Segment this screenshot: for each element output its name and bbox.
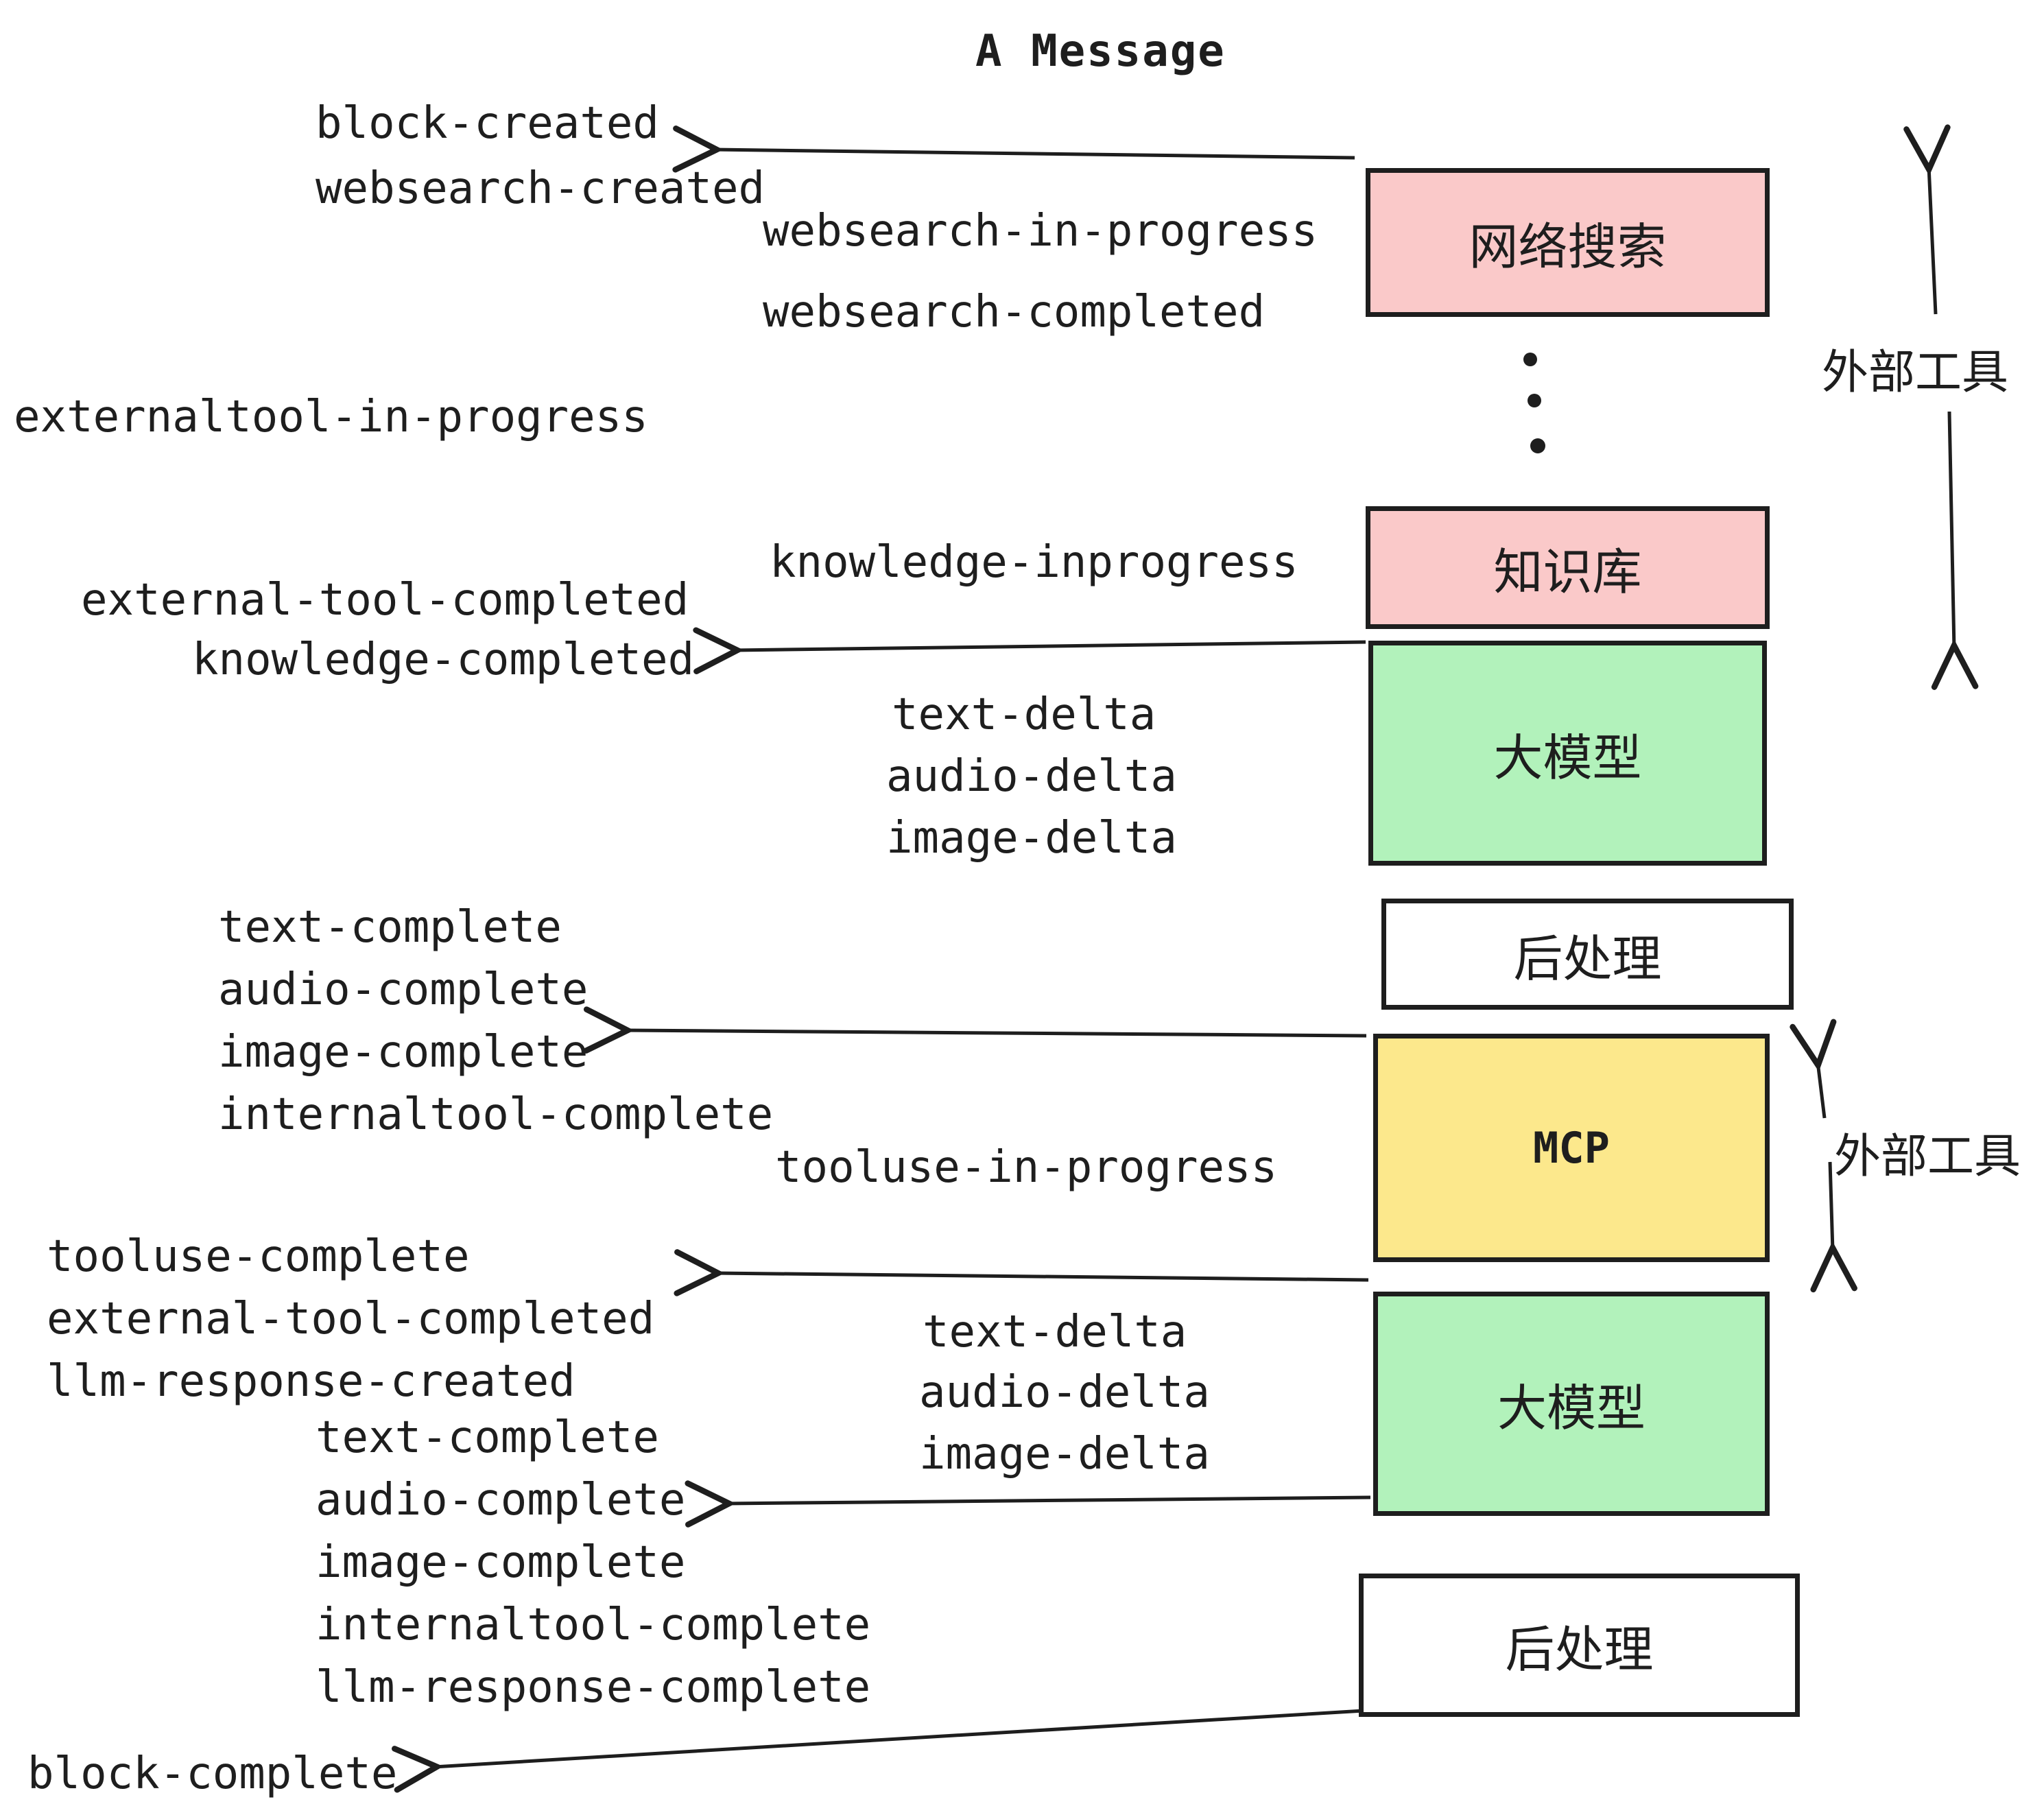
external-tools-1-label: 外部工具 bbox=[1822, 346, 2009, 400]
label-text-complete: text-complete bbox=[218, 902, 562, 953]
label-image-delta-2: image-delta bbox=[919, 1429, 1210, 1480]
box-knowledge: 知识库 bbox=[1366, 506, 1770, 629]
arrow-to-knowledge-completed bbox=[734, 642, 1366, 650]
label-llm-response-created: llm-response-created bbox=[47, 1356, 575, 1407]
label-external-tool-completed: external-tool-completed bbox=[81, 575, 689, 626]
box-websearch-label: 网络搜索 bbox=[1469, 218, 1667, 276]
box-postprocess-2: 后处理 bbox=[1359, 1574, 1800, 1717]
label-websearch-completed: websearch-completed bbox=[763, 287, 1265, 337]
label-tooluse-complete: tooluse-complete bbox=[47, 1231, 470, 1282]
label-text-delta-2: text-delta bbox=[923, 1307, 1187, 1357]
label-internaltool-complete: internaltool-complete bbox=[218, 1089, 774, 1140]
label-audio-delta: audio-delta bbox=[886, 751, 1177, 802]
label-internaltool-complete-2: internaltool-complete bbox=[316, 1600, 871, 1650]
box-knowledge-label: 知识库 bbox=[1493, 543, 1642, 601]
box-postprocess-1: 后处理 bbox=[1381, 899, 1794, 1010]
label-audio-complete-2: audio-complete bbox=[316, 1475, 686, 1526]
box-llm-2: 大模型 bbox=[1373, 1292, 1770, 1516]
box-mcp: MCP bbox=[1373, 1034, 1770, 1262]
label-external-tool-completed-2: external-tool-completed bbox=[47, 1294, 655, 1344]
label-block-complete: block-complete bbox=[27, 1748, 398, 1799]
external-tools-2-down-arrow bbox=[1830, 1161, 1833, 1251]
label-tooluse-in-progress: tooluse-in-progress bbox=[775, 1142, 1278, 1193]
label-websearch-in-progress: websearch-in-progress bbox=[763, 206, 1318, 257]
label-text-delta: text-delta bbox=[892, 689, 1156, 740]
label-image-complete-2: image-complete bbox=[316, 1537, 686, 1588]
arrow-to-tooluse-complete bbox=[715, 1273, 1369, 1280]
diagram-title: A Message bbox=[975, 26, 1226, 77]
box-llm-1: 大模型 bbox=[1368, 641, 1767, 866]
label-audio-delta-2: audio-delta bbox=[919, 1367, 1210, 1418]
label-image-complete: image-complete bbox=[218, 1027, 589, 1078]
box-websearch: 网络搜索 bbox=[1366, 168, 1770, 317]
external-tools-2-up-arrow bbox=[1818, 1062, 1825, 1119]
label-knowledge-completed: knowledge-completed bbox=[192, 634, 695, 685]
label-websearch-created: websearch-created bbox=[316, 163, 765, 214]
box-llm-1-label: 大模型 bbox=[1493, 728, 1642, 787]
box-postprocess-1-label: 后处理 bbox=[1513, 929, 1662, 988]
label-block-created: block-created bbox=[316, 98, 659, 149]
label-image-delta: image-delta bbox=[886, 813, 1177, 864]
box-postprocess-2-label: 后处理 bbox=[1505, 1621, 1654, 1678]
ellipsis-dots-icon bbox=[1523, 353, 1545, 453]
external-tools-1-down-arrow bbox=[1949, 411, 1954, 649]
arrow-to-block-complete bbox=[433, 1709, 1364, 1767]
label-knowledge-inprogress: knowledge-inprogress bbox=[770, 537, 1298, 588]
label-text-complete-2: text-complete bbox=[316, 1412, 659, 1463]
label-externaltool-in-progress: externaltool-in-progress bbox=[14, 392, 648, 442]
box-mcp-label: MCP bbox=[1533, 1123, 1610, 1173]
arrow-to-audio-complete bbox=[726, 1497, 1371, 1504]
label-audio-complete: audio-complete bbox=[218, 964, 589, 1015]
box-llm-2-label: 大模型 bbox=[1497, 1379, 1645, 1437]
external-tools-1-up-arrow bbox=[1929, 166, 1936, 315]
arrow-to-block-created bbox=[713, 150, 1355, 158]
label-llm-response-complete: llm-response-complete bbox=[316, 1662, 871, 1713]
arrow-to-image-complete bbox=[624, 1030, 1367, 1036]
external-tools-2-label: 外部工具 bbox=[1834, 1130, 2021, 1184]
